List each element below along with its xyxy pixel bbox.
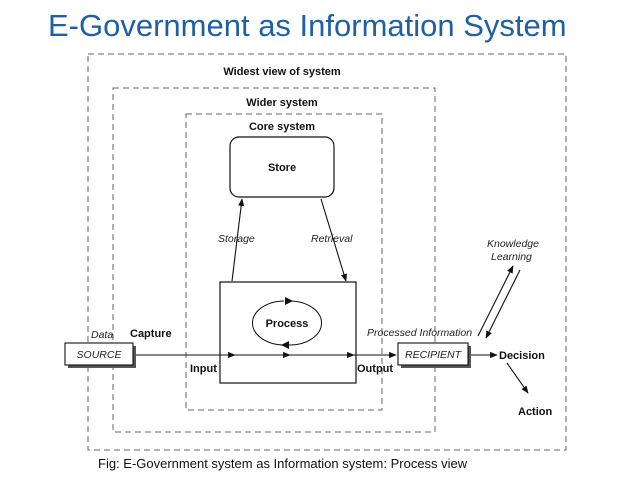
- store-label: Store: [268, 162, 296, 174]
- data-label: Data: [91, 329, 113, 341]
- recipient-box: [397, 342, 469, 366]
- action-arrow: [506, 362, 529, 394]
- figure-caption: Fig: E-Government system as Information …: [98, 456, 468, 471]
- knowledge-label: Knowledge: [487, 238, 539, 250]
- retrieval-label: Retrieval: [311, 233, 353, 245]
- retrieval-arrow: [320, 198, 347, 282]
- widest-boundary: [87, 53, 567, 451]
- process-cycle-arrow-2: [252, 300, 286, 346]
- recipient-label: RECIPIENT: [405, 349, 463, 361]
- core-boundary-label: Core system: [249, 121, 315, 133]
- input-label: Input: [190, 363, 217, 375]
- learning-arrow-down: [485, 269, 521, 339]
- output-label: Output: [357, 363, 393, 375]
- capture-label: Capture: [130, 328, 172, 340]
- cycle-arrowhead-top: [285, 297, 293, 305]
- storage-label: Storage: [218, 233, 255, 245]
- source-label: SOURCE: [77, 349, 123, 361]
- storage-arrow: [231, 198, 245, 282]
- process-label: Process: [266, 318, 309, 330]
- wider-boundary: [112, 87, 436, 433]
- process-cycle-arrow: [288, 300, 322, 346]
- store-box: [229, 136, 335, 198]
- cycle-arrowhead-bottom: [281, 341, 289, 349]
- core-boundary: [185, 113, 383, 411]
- slide-title: E-Government as Information System: [48, 8, 567, 43]
- source-box: [64, 342, 134, 366]
- decision-label: Decision: [499, 350, 545, 362]
- learning-label: Learning: [491, 251, 532, 263]
- widest-boundary-label: Widest view of system: [223, 66, 340, 78]
- processed-information-label: Processed Information: [367, 327, 472, 339]
- wider-boundary-label: Wider system: [246, 97, 318, 109]
- knowledge-arrow-up: [477, 265, 514, 337]
- action-label: Action: [518, 406, 553, 418]
- process-box: [219, 281, 357, 384]
